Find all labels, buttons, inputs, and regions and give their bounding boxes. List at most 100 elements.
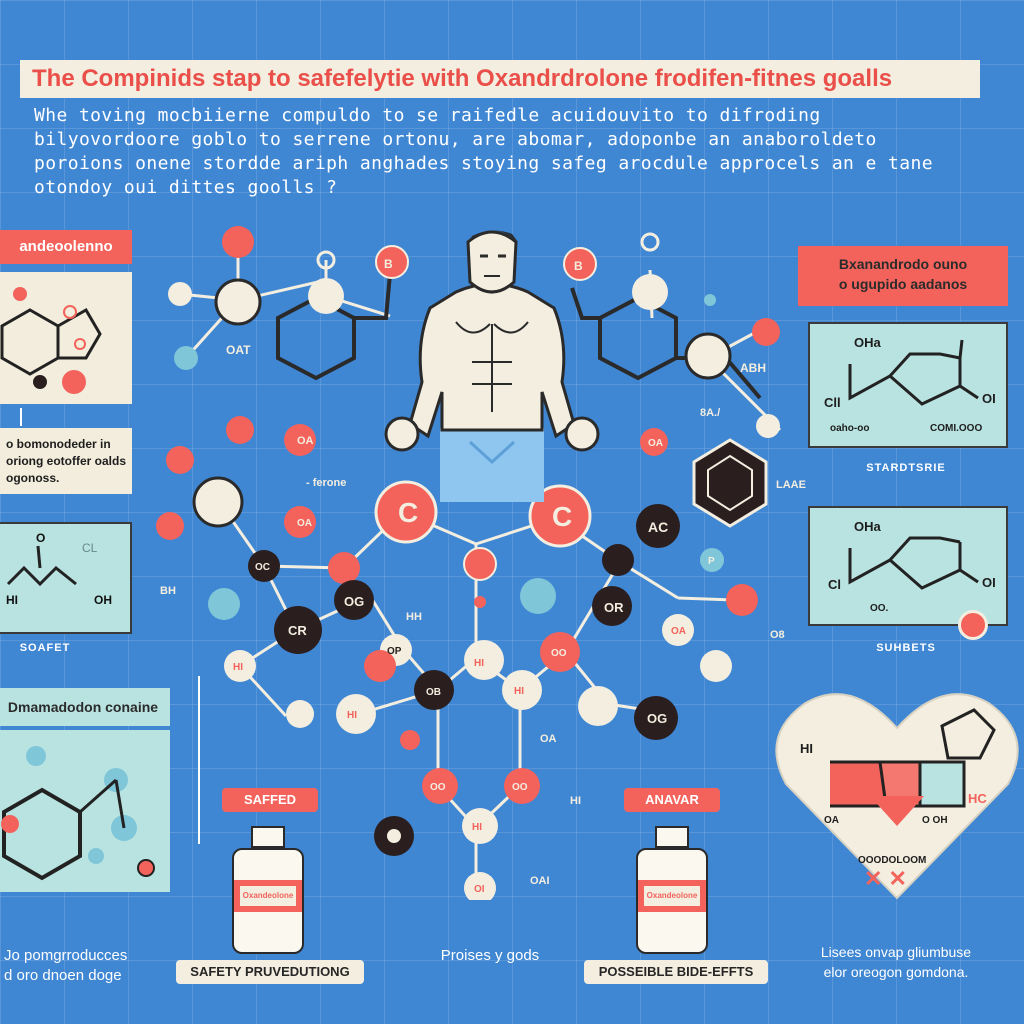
- svg-text:OA: OA: [540, 733, 557, 745]
- vial-right-label: Oxandeolone: [644, 886, 700, 906]
- right-card-2: OHa Cl OI OO.: [808, 506, 1008, 626]
- right-card-1-oi: OI: [982, 391, 996, 406]
- left-mid-caption: SOAFET: [19, 642, 71, 654]
- right-card-2-molecule-icon: [848, 536, 979, 590]
- svg-text:OO: OO: [512, 782, 528, 793]
- right-top-tag-line-1: Bxanandrodo ouno: [838, 256, 968, 272]
- heart-left: OA: [824, 815, 839, 826]
- left-mid-molecule-icon: O CL OH HI: [6, 531, 112, 607]
- right-card-1-right: COMI.OOO: [930, 423, 983, 434]
- left-top-panel: [0, 272, 132, 404]
- vial-left-tag: SAFFED: [222, 788, 318, 812]
- svg-text:- ferone: - ferone: [306, 477, 346, 489]
- svg-text:C: C: [552, 501, 572, 532]
- svg-text:HI: HI: [514, 686, 524, 697]
- svg-text:OA: OA: [297, 518, 312, 529]
- svg-text:OAT: OAT: [226, 343, 251, 357]
- left-mid-card: O CL OH HI: [0, 522, 132, 634]
- middle-caption: Proises y gods: [440, 947, 540, 964]
- left-bottom-tag: Dmamadodon conaine: [7, 699, 159, 715]
- vial-right-caption: POSSEIBLE BIDE-EFFTS: [584, 960, 768, 984]
- intro-paragraph: Whe toving mocbiierne compuldo to se rai…: [34, 105, 933, 198]
- vial-left-caption: SAFETY PRUVEDUTIONG: [176, 960, 364, 984]
- left-connector: [20, 408, 22, 426]
- svg-text:CR: CR: [288, 623, 307, 638]
- central-molecule-diagram: OA C C OA AC P OR OA OC OG CR OA OA HI O…: [156, 226, 806, 900]
- left-note-text: o bomonodeder in oriong eotoffer oalds o…: [6, 437, 126, 485]
- right-card-1-molecule-icon: [848, 339, 979, 406]
- left-top-tag: andeoolenno: [0, 230, 132, 264]
- svg-text:OC: OC: [255, 562, 270, 573]
- svg-text:OP: OP: [387, 646, 402, 657]
- svg-text:C: C: [398, 497, 418, 528]
- svg-text:OA: OA: [648, 438, 663, 449]
- svg-text:O: O: [36, 531, 45, 545]
- vial-right-tag: ANAVAR: [624, 788, 720, 812]
- svg-text:HI: HI: [570, 795, 581, 807]
- left-bottom-tag-box: Dmamadodon conaine: [0, 688, 170, 726]
- right-card-1-oh: OHa: [854, 335, 881, 350]
- right-card-2-bottom: OO.: [870, 603, 889, 614]
- svg-text:OG: OG: [344, 594, 364, 609]
- heart-hi: HI: [800, 741, 813, 756]
- right-card-2-badge: [958, 610, 988, 640]
- athlete-figure-icon: [384, 230, 600, 502]
- right-card-1-left: oaho-oo: [830, 423, 870, 434]
- atom-label: OH: [94, 593, 112, 607]
- svg-text:OI: OI: [474, 884, 485, 895]
- right-card-2-oh: OHa: [854, 519, 881, 534]
- svg-text:HI: HI: [6, 593, 18, 607]
- svg-text:OA: OA: [297, 435, 314, 447]
- svg-text:ABH: ABH: [740, 361, 766, 375]
- svg-text:P: P: [708, 556, 715, 567]
- left-bottom-card: [0, 730, 170, 892]
- svg-text:LAAE: LAAE: [776, 479, 806, 491]
- vial-right: Oxandeolone: [636, 826, 708, 956]
- svg-text:B: B: [384, 257, 393, 271]
- svg-text:OO: OO: [551, 648, 567, 659]
- svg-text:8A./: 8A./: [700, 407, 720, 419]
- svg-text:HI: HI: [474, 658, 484, 669]
- left-note-panel: o bomonodeder in oriong eotoffer oalds o…: [0, 428, 132, 494]
- right-bottom-caption-line-2: elor oreogon gomdona.: [823, 964, 969, 980]
- svg-text:BH: BH: [160, 585, 176, 597]
- svg-text:O8: O8: [770, 629, 785, 641]
- svg-text:✕ ✕: ✕ ✕: [864, 866, 907, 891]
- svg-text:HI: HI: [472, 822, 482, 833]
- svg-text:CL: CL: [82, 541, 98, 555]
- svg-text:HI: HI: [347, 710, 357, 721]
- heart-hc: HC: [968, 791, 987, 806]
- svg-text:AC: AC: [648, 519, 668, 535]
- right-card-1: OHa Cll OI oaho-oo COMI.OOO: [808, 322, 1008, 448]
- right-card-2-cl: Cl: [828, 577, 841, 592]
- right-card-1-cl: Cll: [824, 395, 841, 410]
- svg-text:OR: OR: [604, 600, 624, 615]
- left-bottom-caption-line-2: d oro dnoen doge: [4, 967, 122, 984]
- right-top-tag-line-2: o ugupido aadanos: [838, 276, 968, 292]
- right-card-1-caption: STARDTSRIE: [866, 462, 946, 474]
- vial-left-label: Oxandeolone: [240, 886, 296, 906]
- right-bottom-caption-line-1: Lisees onvap gliumbuse: [820, 944, 972, 960]
- page-title: The Compinids stap to safefelytie with O…: [20, 60, 980, 98]
- heart-right: O OH: [922, 815, 948, 826]
- svg-text:OB: OB: [426, 687, 441, 698]
- svg-text:HH: HH: [406, 611, 422, 623]
- left-top-molecule-icon: [0, 287, 102, 394]
- right-bottom-caption: Lisees onvap gliumbuse elor oreogon gomd…: [776, 942, 1016, 982]
- right-card-2-oi: OI: [982, 575, 996, 590]
- left-bracket-line: [198, 676, 200, 844]
- svg-text:OG: OG: [647, 711, 667, 726]
- left-bottom-molecule-icon: [1, 746, 155, 881]
- heart-caption: OOODOLOOM: [858, 855, 927, 866]
- svg-text:B: B: [574, 259, 583, 273]
- right-card-2-caption: SUHBETS: [876, 642, 936, 654]
- heart-icon: ✕ ✕: [775, 693, 1019, 900]
- svg-text:OAI: OAI: [530, 875, 550, 887]
- svg-text:OO: OO: [430, 782, 446, 793]
- right-top-tag: Bxanandrodo ouno o ugupido aadanos: [798, 246, 1008, 306]
- svg-text:OA: OA: [671, 626, 686, 637]
- left-bottom-caption: Jo pomgrroducces d oro dnoen doge: [0, 946, 150, 986]
- vial-left: Oxandeolone: [232, 826, 304, 956]
- left-bottom-caption-line-1: Jo pomgrroducces: [4, 947, 128, 964]
